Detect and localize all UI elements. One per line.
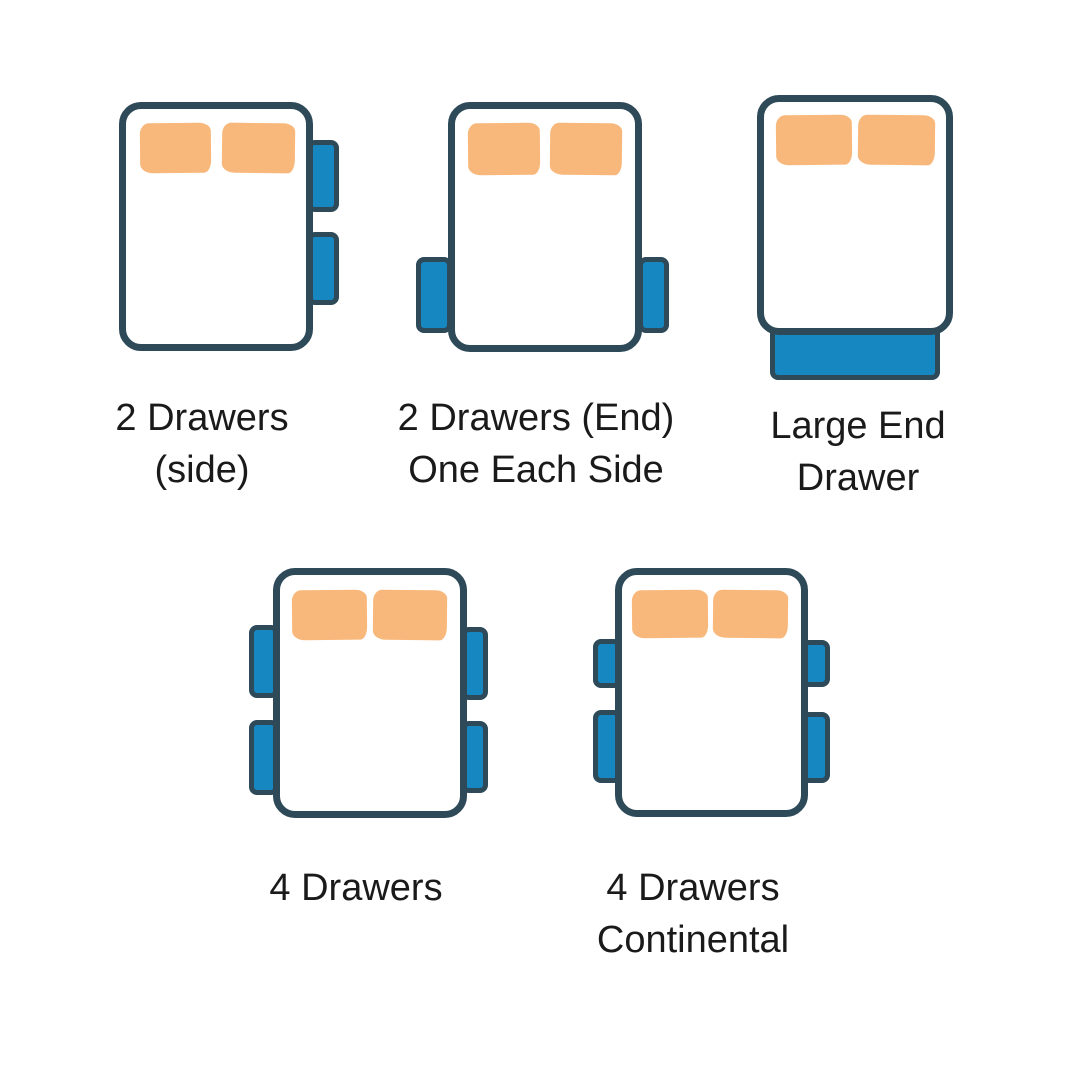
figure-label-line: Continental bbox=[596, 919, 790, 961]
figure-label-line: One Each Side bbox=[408, 449, 664, 491]
side-drawer-icon bbox=[416, 257, 452, 333]
pillow-icon bbox=[291, 589, 368, 641]
figure-label-line: Large End bbox=[770, 405, 946, 447]
side-drawer-icon bbox=[638, 257, 669, 333]
figure-label: Large End Drawer bbox=[698, 400, 1018, 504]
figure-label-line: 2 Drawers (End) bbox=[397, 397, 675, 439]
figure-label: 2 Drawers (End) One Each Side bbox=[376, 392, 696, 496]
pillow-icon bbox=[775, 114, 853, 166]
pillow-icon bbox=[712, 589, 789, 639]
figure-label-line: (side) bbox=[154, 449, 250, 491]
figure-label-line: 4 Drawers bbox=[606, 867, 780, 909]
pillow-icon bbox=[857, 114, 936, 166]
figure-label: 4 Drawers Continental bbox=[533, 862, 853, 966]
pillow-icon bbox=[467, 122, 541, 176]
pillow-icon bbox=[549, 122, 623, 176]
pillow-icon bbox=[372, 589, 448, 641]
pillow-icon bbox=[221, 122, 296, 174]
figure-label-line: 2 Drawers bbox=[115, 397, 289, 439]
figure-label: 4 Drawers bbox=[196, 862, 516, 914]
pillow-icon bbox=[631, 589, 709, 639]
figure-label-line: Drawer bbox=[796, 457, 920, 499]
figure-label: 2 Drawers (side) bbox=[42, 392, 362, 496]
pillow-icon bbox=[139, 122, 212, 174]
figure-label-line: 4 Drawers bbox=[269, 867, 443, 909]
